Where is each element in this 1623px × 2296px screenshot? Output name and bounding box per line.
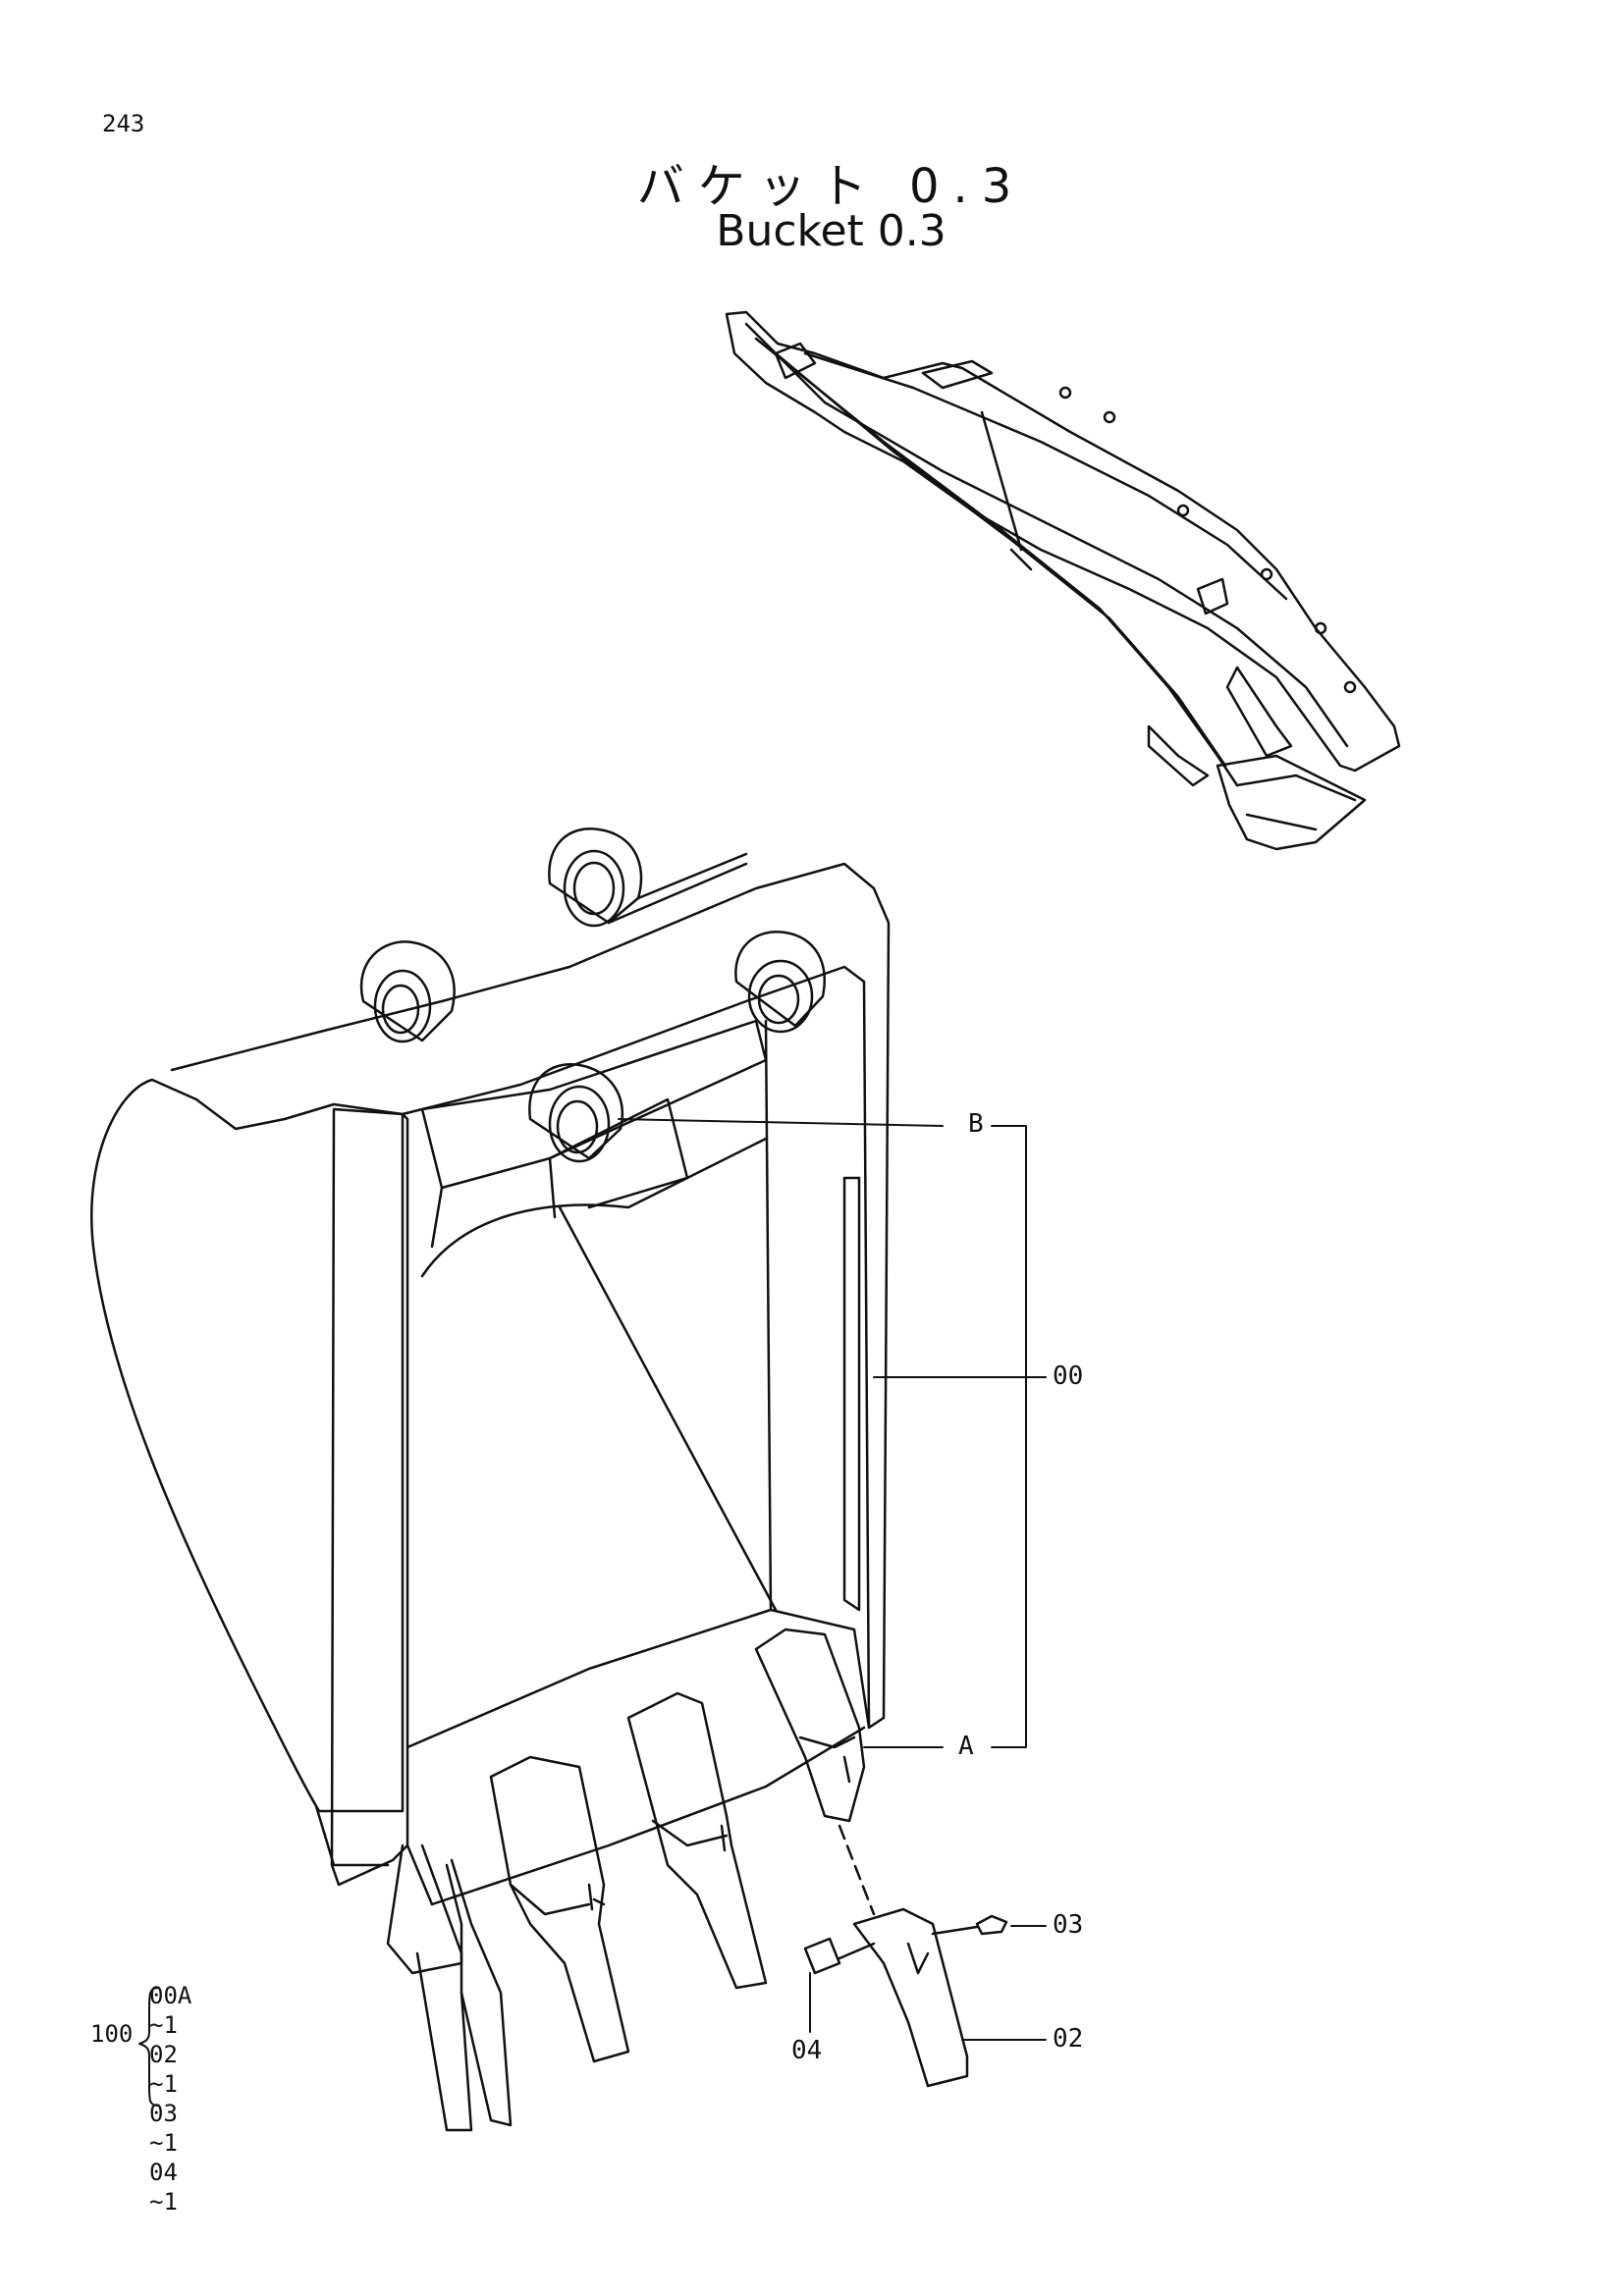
callout-part-04: 04 [791,2036,823,2065]
exploded-tooth [803,1824,1008,2088]
callout-part-02: 02 [1053,2024,1084,2054]
page-title-japanese: バケット 0.3 [636,159,1026,214]
kit-item-part: 03 [149,2100,178,2127]
kit-item-qty: ~1 [149,2011,178,2039]
page-number: 243 [102,110,145,137]
kit-item: 02~1 [149,2040,222,2099]
kit-item: 03~1 [149,2099,222,2158]
kit-brace [138,1987,160,2107]
kit-item-qty: ~1 [149,2070,178,2098]
callout-a: A [958,1732,974,1761]
pin-04 [803,1937,841,1975]
kit-item-part: 00A [149,1982,192,2009]
kit-item: 04~1 [149,2158,222,2216]
page-title-english: Bucket 0.3 [716,206,947,256]
bucket-body [90,828,891,1906]
lock-03 [975,1914,1008,1936]
bucket-teeth [386,1628,866,2132]
callout-part-00: 00 [1053,1362,1084,1391]
leader-lines [618,1118,1047,2041]
kit-item-part: 02 [149,2041,178,2068]
kit-item-qty: ~1 [149,2129,178,2157]
arm-assembly-inset [725,310,1401,851]
kit-item: 00A~1 [149,1981,222,2040]
kit-item-qty: ~1 [149,2188,178,2216]
callout-b: B [968,1109,984,1139]
kit-item-part: 04 [149,2159,178,2186]
callout-part-03: 03 [1053,1910,1084,1940]
kit-number: 100 [90,2020,134,2048]
